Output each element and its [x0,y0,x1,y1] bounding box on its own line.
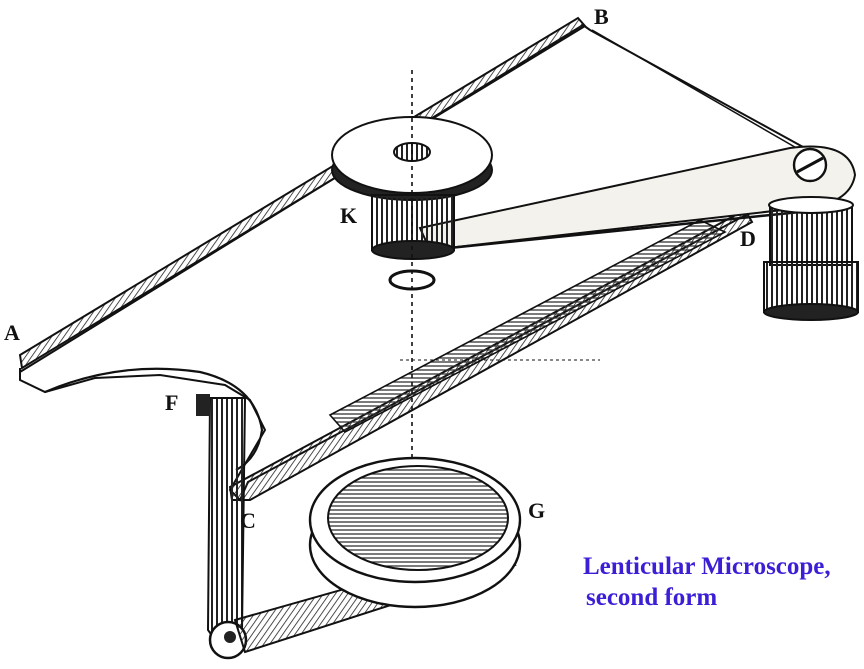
figure-caption: Lenticular Microscope, second form [583,552,831,613]
label-c: C [240,508,256,533]
pillar-d [763,196,859,321]
stage-plate [18,16,848,502]
label-g: G [528,498,546,523]
caption-line-2: second form [586,583,718,611]
stage-curved-edge [44,367,264,471]
label-a: A [4,320,20,345]
label-d: D [740,226,756,251]
label-k: K [340,203,358,228]
sliding-arm [328,219,727,434]
mirror-glass [327,465,509,571]
sliding-arm-body [328,219,727,434]
label-f: F [165,390,179,415]
mirror-g [308,456,522,609]
caption-line-1: Lenticular Microscope, [583,553,831,580]
stage-plate-surface [19,23,848,502]
label-b: B [594,4,609,29]
